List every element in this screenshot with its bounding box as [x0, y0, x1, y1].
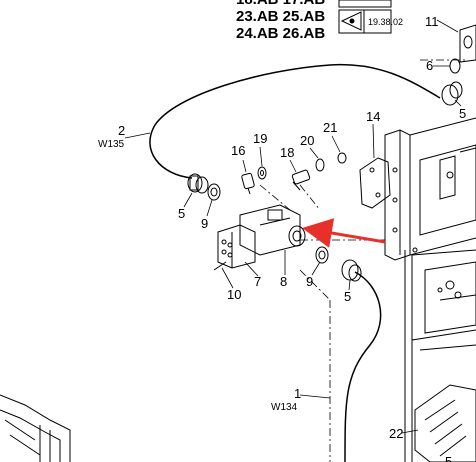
connector-11: [459, 24, 476, 63]
callout-2: 2: [118, 123, 125, 138]
washer-21: [337, 152, 347, 164]
callout-9-left: 9: [201, 216, 208, 231]
ab-line-3: 24.AB 26.AB: [236, 25, 325, 42]
callout-leaders: [124, 19, 462, 434]
ab-line-2: 23.AB 25.AB: [236, 8, 325, 25]
gland-5-top-right: [441, 81, 463, 106]
callout-5-lower: 5: [344, 289, 351, 304]
callout-9-lower: 9: [306, 274, 313, 289]
oring-6: [449, 58, 461, 74]
nut-9-left: [207, 183, 221, 201]
callout-21: 21: [323, 120, 337, 135]
callout-16: 16: [231, 143, 245, 158]
callout-22: 22: [389, 426, 403, 441]
direction-arrow: [302, 218, 386, 248]
gland-5-lower: [341, 259, 362, 282]
ab-line-1: 18.AB 17.AB: [236, 0, 325, 8]
screw-18: [291, 169, 311, 191]
view-direction-icon: [340, 11, 362, 31]
bracket-14: [359, 157, 391, 209]
wire-label-w134: W134: [271, 402, 298, 413]
gland-5-left: [187, 173, 209, 194]
callout-5-left: 5: [178, 206, 185, 221]
washer-20: [315, 158, 325, 172]
relay-block-7: [213, 224, 256, 271]
header-block: 18.AB 17.AB 23.AB 25.AB 24.AB 26.AB 19.3…: [236, 0, 403, 42]
callouts: 1 2 5 5 5 5 6 7 8 9 9 10 11 14 16 18 19 …: [118, 14, 466, 462]
callout-5-top-right: 5: [459, 106, 466, 121]
frame-fragment-bottom-left: [0, 394, 71, 462]
callout-8: 8: [280, 274, 287, 289]
callout-11: 11: [425, 14, 439, 29]
callout-5-bottom-right: 5: [445, 454, 452, 462]
callout-20: 20: [300, 133, 314, 148]
chassis-frame: [384, 117, 476, 462]
callout-18: 18: [280, 145, 294, 160]
callout-14: 14: [366, 109, 380, 124]
callout-19: 19: [253, 131, 267, 146]
cable-w135: [149, 63, 441, 179]
wire-label-w135: W135: [98, 139, 125, 150]
callout-7: 7: [254, 274, 261, 289]
callout-6: 6: [426, 58, 433, 73]
module-22: [414, 384, 476, 462]
callout-10: 10: [227, 287, 241, 302]
cable-w134: [344, 271, 382, 462]
ref-box: [338, 9, 392, 34]
callout-1: 1: [294, 386, 301, 401]
ref-code: 19.38.02: [368, 17, 403, 27]
wire-labels: W135 W134: [98, 139, 298, 413]
screw-16: [241, 172, 255, 195]
washer-19: [257, 166, 267, 180]
nut-9-lower: [315, 246, 329, 264]
